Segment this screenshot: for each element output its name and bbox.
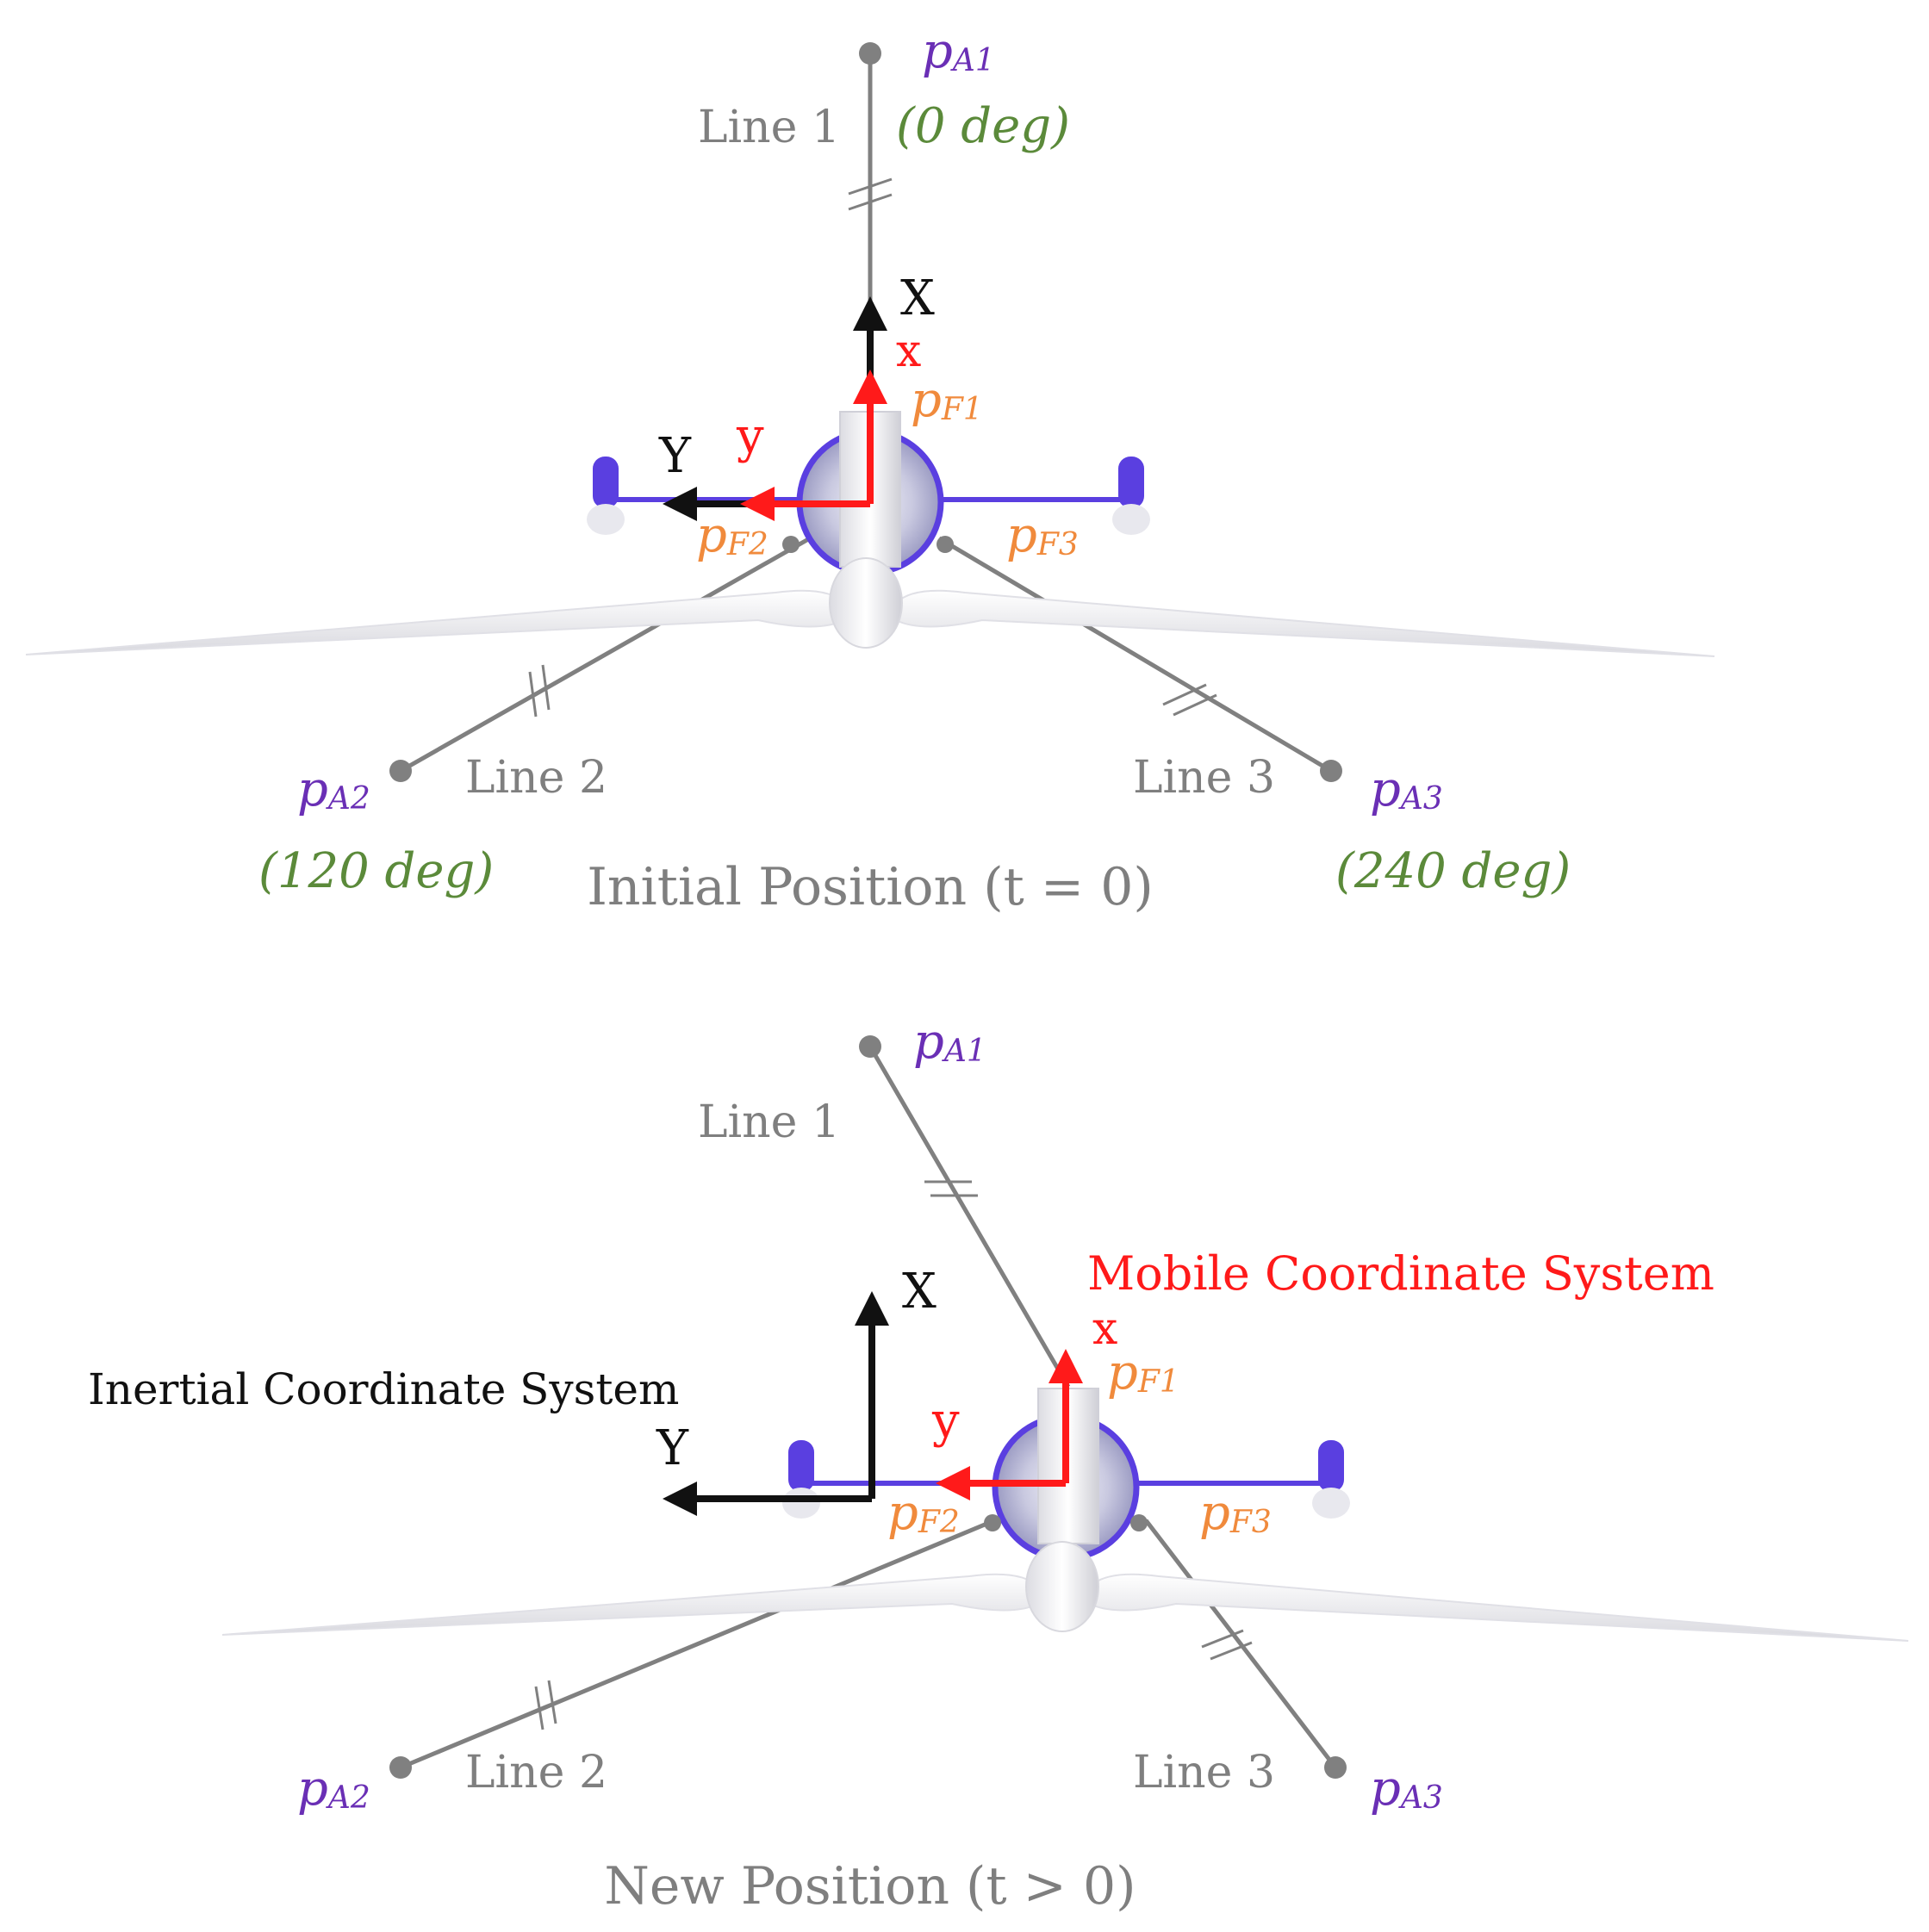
column-left [593, 457, 619, 508]
line-2-label: Line 2 [465, 752, 607, 804]
anchor-a2 [389, 760, 412, 782]
fairlead-f3-label: pF3 [1006, 507, 1079, 563]
hub [1025, 1541, 1099, 1632]
anchor-a1-label: pA1 [913, 1014, 986, 1070]
mobile-axes [740, 370, 887, 521]
anchor-a1-label: pA1 [922, 23, 995, 79]
anchor-points [389, 1035, 1347, 1779]
mobile-x-label: x [896, 326, 921, 377]
line-1 [868, 1045, 1071, 1388]
line-3-label: Line 3 [1133, 752, 1275, 804]
inertial-system-label: Inertial Coordinate System [88, 1364, 679, 1414]
anchor-a3-label: pA3 [1370, 1761, 1443, 1817]
anchor-a3 [1320, 760, 1342, 782]
inertial-x-label: X [902, 1264, 936, 1320]
mobile-x-label: x [1092, 1303, 1117, 1355]
fairlead-f2-label: pF2 [696, 507, 768, 563]
line-2-break [547, 1680, 557, 1724]
fairlead-f3 [1130, 1514, 1148, 1531]
panel-new-position: pA1 Line 1 Mobile Coordinate System X x … [88, 1014, 1909, 1916]
blade-left [221, 1573, 1039, 1636]
blade-left [25, 589, 845, 655]
fairlead-f1-label: pF1 [911, 372, 983, 428]
fairlead-f3-label: pF3 [1199, 1485, 1272, 1541]
line-2-break [534, 1686, 544, 1730]
turbine [25, 411, 1715, 657]
anchor-a1 [859, 1035, 881, 1058]
mobile-system-label: Mobile Coordinate System [1087, 1246, 1714, 1301]
line-2-break [541, 664, 551, 711]
line-1-break [848, 177, 893, 196]
fairlead-points [984, 1514, 1148, 1531]
anchor-a3 [1324, 1756, 1347, 1779]
angle-a3-label: (240 deg) [1335, 843, 1571, 899]
column-right [1318, 1440, 1344, 1492]
inertial-x-label: X [900, 270, 935, 326]
angle-a1-label: (0 deg) [896, 98, 1070, 154]
fairlead-f2 [984, 1514, 1001, 1531]
anchor-a3-label: pA3 [1370, 761, 1443, 817]
inertial-y-label: Y [658, 428, 692, 484]
line-3-break [1210, 1641, 1253, 1661]
line-3-break [1201, 1629, 1244, 1649]
line-1-label: Line 1 [698, 1096, 840, 1148]
line-3-label: Line 3 [1133, 1747, 1275, 1798]
panel-initial-position: pA1 (0 deg) Line 1 X x pF1 y Y pF2 pF3 p… [25, 23, 1715, 917]
inertial-axes [663, 1291, 889, 1516]
hub [829, 557, 903, 649]
blade-right [895, 589, 1715, 657]
line-2 [399, 536, 812, 773]
line-2-label: Line 2 [465, 1747, 607, 1798]
line-2 [400, 1518, 996, 1770]
mobile-y-label: y [736, 408, 764, 464]
column-right-base [1312, 1488, 1350, 1519]
fairlead-f1-label: pF1 [1107, 1345, 1179, 1401]
anchor-points [389, 42, 1342, 782]
column-left-base [782, 1488, 820, 1519]
mobile-y-label: y [931, 1393, 960, 1449]
panel-caption: Initial Position (t = 0) [587, 857, 1154, 917]
anchor-a2-label: pA2 [297, 1761, 370, 1817]
turbine [221, 1388, 1909, 1642]
inertial-y-label: Y [656, 1420, 689, 1476]
line-3 [1144, 1519, 1337, 1769]
fairlead-f3 [936, 536, 954, 553]
line-3 [937, 536, 1333, 773]
column-left [788, 1440, 814, 1492]
fairlead-f2-label: pF2 [887, 1485, 960, 1541]
column-left-base [587, 504, 625, 535]
line-3-break [1162, 683, 1207, 706]
fairlead-f2 [782, 536, 800, 553]
column-right [1118, 457, 1144, 508]
anchor-a1 [859, 42, 881, 65]
fairlead-points [782, 536, 954, 553]
angle-a2-label: (120 deg) [258, 843, 494, 899]
panel-caption: New Position (t > 0) [604, 1856, 1136, 1916]
line-2-break [528, 671, 538, 718]
mooring-lines [400, 1045, 1337, 1770]
line-3-break [1173, 693, 1217, 717]
mobile-axes [936, 1349, 1083, 1500]
anchor-a2-label: pA2 [297, 761, 370, 817]
anchor-a2 [389, 1756, 412, 1779]
line-1-break [848, 193, 893, 211]
column-right-base [1112, 504, 1150, 535]
line-1-label: Line 1 [698, 102, 840, 153]
